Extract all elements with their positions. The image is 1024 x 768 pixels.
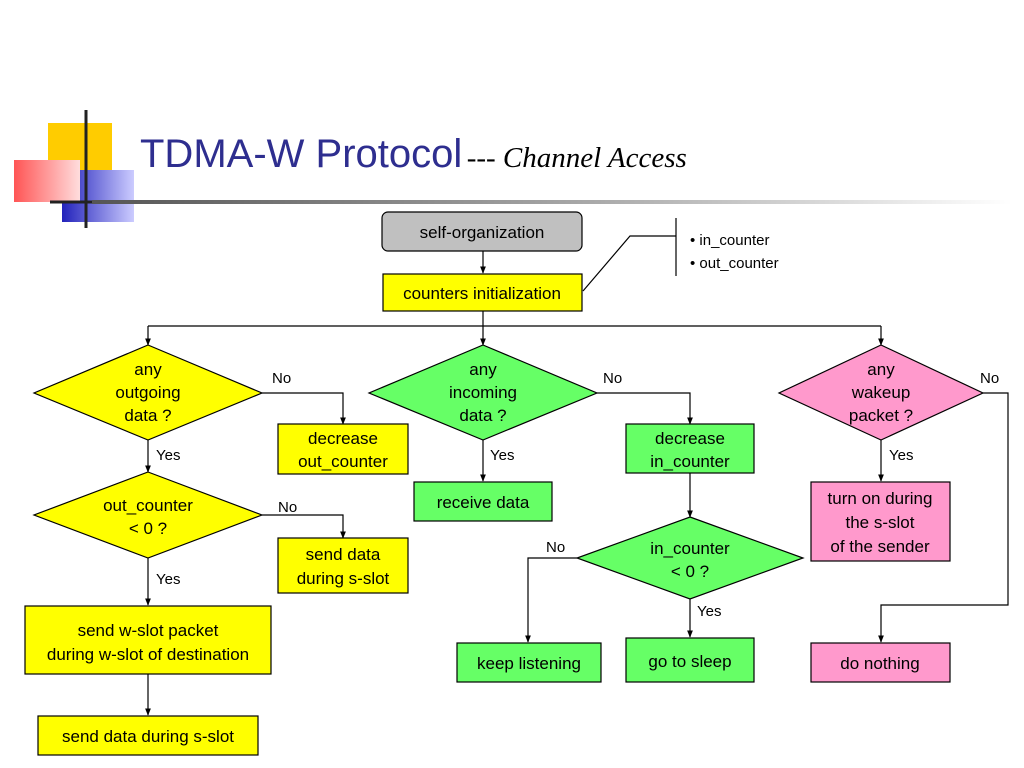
wakeup-packet-decision	[777, 344, 985, 441]
slide-title: TDMA-W Protocol --- Channel Access	[140, 132, 687, 177]
send-w-slot-packet-box	[24, 605, 272, 675]
edge-no-outgoing: No	[272, 370, 291, 387]
in-check-line2: < 0 ?	[671, 562, 709, 581]
dec-out-line2: out_counter	[298, 452, 388, 471]
send-w-line2: during w-slot of destination	[47, 645, 249, 664]
send-w-line1: send w-slot packet	[78, 621, 219, 640]
wakeup-q-line2: wakeup	[851, 383, 911, 402]
turn-on-line3: of the sender	[830, 537, 930, 556]
out-check-line1: out_counter	[103, 496, 193, 515]
in-counter-check-decision	[575, 516, 805, 600]
title-main: TDMA-W Protocol	[140, 132, 463, 176]
edge-yes-outgoing: Yes	[156, 447, 180, 464]
counters-init-box	[382, 273, 583, 312]
receive-data-box	[413, 481, 553, 522]
self-organization-box	[381, 211, 583, 252]
keep-listening-label: keep listening	[477, 654, 581, 673]
outgoing-q-line1: any	[134, 360, 162, 379]
do-nothing-label: do nothing	[840, 654, 919, 673]
edge-no-incoming: No	[603, 370, 622, 387]
counters-init-label: counters initialization	[403, 284, 561, 303]
go-to-sleep-box	[625, 637, 755, 683]
incoming-q-line3: data ?	[459, 406, 506, 425]
outgoing-q-line3: data ?	[124, 406, 171, 425]
edge-yes-in-check: Yes	[697, 603, 721, 620]
dec-in-line2: in_counter	[650, 452, 730, 471]
dec-in-line1: decrease	[655, 429, 725, 448]
wakeup-q-line3: packet ?	[849, 406, 913, 425]
outgoing-data-decision	[32, 344, 264, 441]
dec-out-line1: decrease	[308, 429, 378, 448]
title-subtitle: --- Channel Access	[466, 142, 687, 174]
go-to-sleep-label: go to sleep	[648, 652, 731, 671]
edge-no-out-check: No	[278, 499, 297, 516]
send-data-s-slot-box	[277, 537, 409, 594]
note-item-in-counter: • in_counter	[690, 232, 769, 249]
send-data-s-slot-bottom-box	[37, 715, 259, 756]
edge-yes-incoming: Yes	[490, 447, 514, 464]
decrease-out-counter-box	[277, 423, 409, 475]
wakeup-q-line1: any	[867, 360, 895, 379]
receive-data-label: receive data	[437, 493, 530, 512]
out-counter-check-decision	[32, 471, 264, 559]
self-organization-label: self-organization	[420, 223, 545, 242]
do-nothing-box	[810, 642, 951, 683]
send-s-line2: during s-slot	[297, 569, 390, 588]
logo-red-square	[14, 160, 80, 202]
slide-logo	[14, 110, 140, 228]
edge-yes-wakeup: Yes	[889, 447, 913, 464]
outgoing-q-line2: outgoing	[115, 383, 180, 402]
in-check-line1: in_counter	[650, 539, 730, 558]
connectors	[145, 218, 1009, 716]
incoming-q-line1: any	[469, 360, 497, 379]
incoming-data-decision	[367, 344, 599, 441]
send-s-line1: send data	[306, 545, 381, 564]
keep-listening-box	[456, 642, 602, 683]
edge-no-in-check: No	[546, 539, 565, 556]
turn-on-line2: the s-slot	[846, 513, 915, 532]
edge-no-wakeup: No	[980, 370, 999, 387]
turn-on-s-slot-box	[810, 481, 951, 562]
incoming-q-line2: incoming	[449, 383, 517, 402]
out-check-line2: < 0 ?	[129, 519, 167, 538]
title-underline	[92, 200, 1012, 204]
note-item-out-counter: • out_counter	[690, 255, 779, 272]
turn-on-line1: turn on during	[828, 489, 933, 508]
edge-yes-out-check: Yes	[156, 571, 180, 588]
decrease-in-counter-box	[625, 423, 755, 474]
send-s2-label: send data during s-slot	[62, 727, 234, 746]
